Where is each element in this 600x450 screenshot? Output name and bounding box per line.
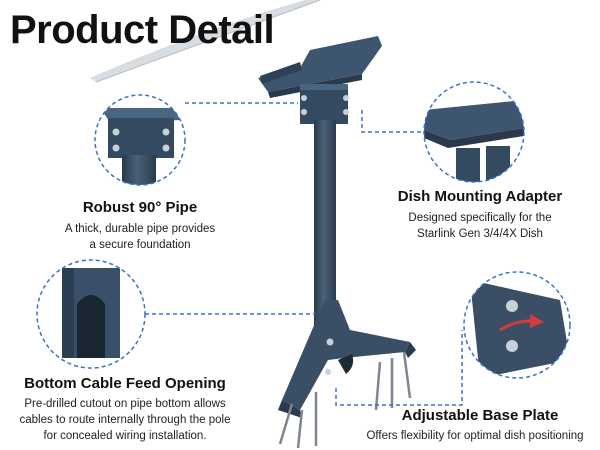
cable-description-line: for concealed wiring installation. [43,430,207,442]
cable-detail-image [36,259,146,369]
adapter-feature-description: Designed specifically for the Starlink G… [380,210,580,242]
pipe-description-line: A thick, durable pipe provides [64,223,216,235]
mount-product [258,36,416,449]
base-description-line: Offers flexibility for optimal dish posi… [366,430,584,442]
base-detail-image [463,271,571,379]
base-feature-title: Adjustable Base Plate [401,407,559,424]
pipe-feature-title: Robust 90° Pipe [82,199,198,216]
cable-feature-title: Bottom Cable Feed Opening [24,375,226,392]
adapter-detail-image [423,81,525,183]
pipe-feature-description: A thick, durable pipe provides a secure … [40,221,240,253]
adapter-feature-title: Dish Mounting Adapter [397,188,563,205]
page-title: Product Detail [10,8,275,52]
cable-feature-description: Pre-drilled cutout on pipe bottom allows… [5,396,245,444]
pipe-description-line: a secure foundation [89,239,191,251]
adapter-description-line: Designed specifically for the [408,212,552,224]
cable-description-line: cables to route internally through the p… [19,414,231,426]
base-feature-description: Offers flexibility for optimal dish posi… [350,428,600,444]
leader-lines [145,102,463,406]
dish-edge-graphic [90,0,321,83]
adapter-description-line: Starlink Gen 3/4/4X Dish [417,228,543,240]
cable-description-line: Pre-drilled cutout on pipe bottom allows [24,398,226,410]
pipe-detail-image [94,94,186,186]
